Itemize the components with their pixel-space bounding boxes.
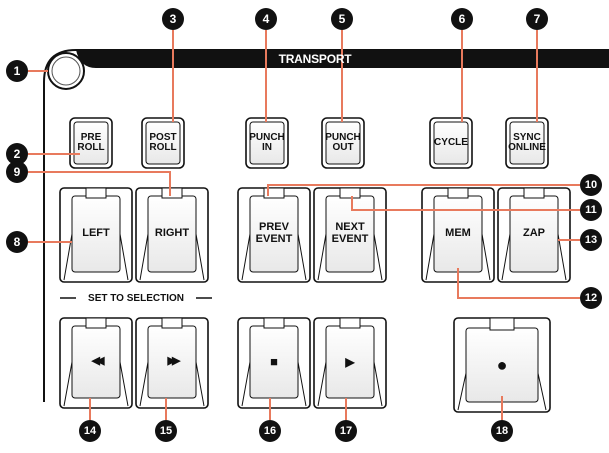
zap-key <box>497 187 571 283</box>
small-buttons <box>69 117 549 169</box>
fast-forward-key <box>135 317 209 409</box>
prev-event-key <box>237 187 311 283</box>
large-keys-row3 <box>59 317 551 413</box>
record-key <box>453 317 551 413</box>
next-event-key <box>313 187 387 283</box>
large-keys-row2 <box>59 187 571 283</box>
rewind-key <box>59 317 133 409</box>
stop-key <box>237 317 311 409</box>
jog-knob[interactable] <box>47 52 85 90</box>
mem-key <box>421 187 495 283</box>
left-key <box>59 187 133 283</box>
callout-markers <box>6 8 602 442</box>
leader-lines <box>28 30 580 420</box>
right-key <box>135 187 209 283</box>
play-key <box>313 317 387 409</box>
